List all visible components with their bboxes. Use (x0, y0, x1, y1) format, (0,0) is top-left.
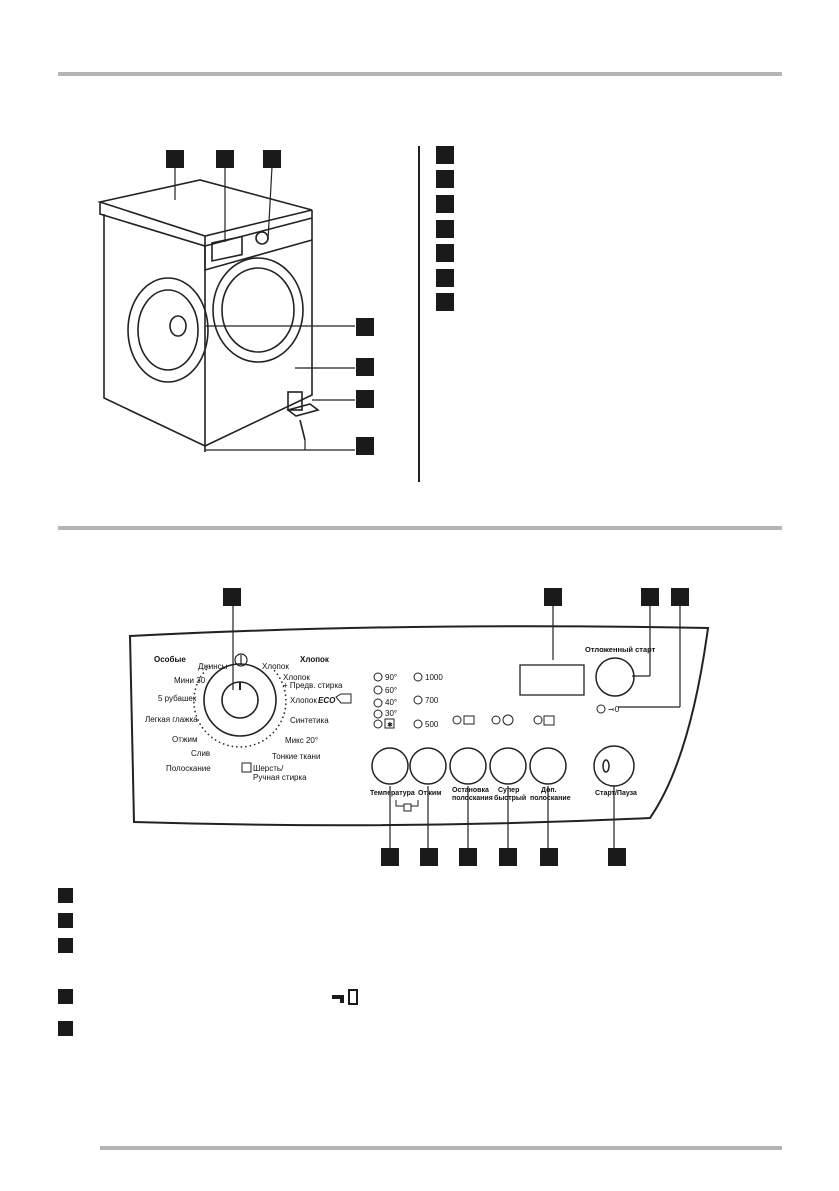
program-label: 5 рубашек (158, 694, 197, 703)
legend-marker (58, 989, 73, 1004)
panel-label: полоскание (530, 795, 571, 802)
temp-label: 40° (385, 698, 397, 707)
group-right: Хлопок (300, 655, 330, 664)
legend-marker (436, 244, 454, 262)
panel-label: полоскания (452, 795, 493, 802)
panel-label: Отжим (418, 790, 441, 797)
program-label: Полоскание (166, 764, 211, 773)
legend-marker (58, 913, 73, 928)
legend-marker (58, 938, 73, 953)
legend-marker (436, 220, 454, 238)
spin-label: 500 (425, 720, 439, 729)
temp-label: 30° (385, 709, 397, 718)
group-left: Особые (154, 655, 186, 664)
snowflake-icon: ✱ (387, 721, 393, 729)
legend-marker (58, 1021, 73, 1036)
program-dial-icon (203, 653, 277, 737)
rinse-hold-icon (463, 715, 475, 725)
panel-label: быстрый (494, 794, 526, 802)
program-label: + Предв. стирка (283, 681, 343, 690)
program-label: Тонкие ткани (272, 752, 320, 761)
program-label: Шерсть/ (253, 764, 284, 773)
program-label: Хлопок (290, 696, 317, 705)
callout-marker (499, 848, 517, 866)
program-label: Слив (191, 749, 210, 758)
legend-marker (436, 293, 454, 311)
program-label: Хлопок (262, 662, 289, 671)
program-label: Микс 20° (285, 736, 318, 745)
program-label: Легкая глажка (145, 715, 198, 724)
delay-start-label: Отложенный старт (585, 645, 656, 654)
lock-symbol: ⊸0 (608, 705, 620, 714)
program-label: Хлопок (283, 673, 310, 682)
extra-rinse-icon (543, 715, 555, 726)
spin-label: 1000 (425, 673, 443, 682)
program-label: Мини 30 (174, 676, 206, 685)
panel-label: Доп. (541, 787, 557, 794)
section-divider (58, 526, 782, 530)
temp-label: 60° (385, 686, 397, 695)
callout-marker (356, 390, 374, 408)
legend-marker (436, 170, 454, 188)
callout-marker (356, 318, 374, 336)
super-quick-icon (502, 714, 514, 726)
callout-marker (641, 588, 659, 606)
display-window (519, 664, 585, 696)
callout-marker (671, 588, 689, 606)
program-label: Синтетика (290, 716, 329, 725)
callout-marker (420, 848, 438, 866)
eco-label: ECO (318, 696, 336, 705)
key-lock-icon (332, 989, 358, 1005)
legend-marker (58, 888, 73, 903)
callout-marker (608, 848, 626, 866)
legend-marker (436, 195, 454, 213)
control-panel-illustration: Особые Хлопок Джинсы Мини 30 5 рубашек Л… (128, 600, 710, 850)
callout-marker (356, 437, 374, 455)
legend-marker (436, 146, 454, 164)
program-label: Джинсы (198, 662, 228, 671)
callout-marker (540, 848, 558, 866)
spin-label: 700 (425, 696, 439, 705)
column-divider (418, 146, 420, 482)
callout-marker (263, 150, 281, 168)
callout-marker (381, 848, 399, 866)
panel-label: Температура (370, 790, 415, 797)
callout-marker (356, 358, 374, 376)
top-divider (58, 72, 782, 76)
callout-marker (166, 150, 184, 168)
panel-label: Остановка (452, 787, 489, 794)
callout-marker (459, 848, 477, 866)
callout-marker (544, 588, 562, 606)
program-label: Ручная стирка (253, 773, 307, 782)
footer-divider (100, 1146, 782, 1150)
temp-label: 90° (385, 673, 397, 682)
callout-marker (223, 588, 241, 606)
program-label: Отжим (172, 735, 197, 744)
callout-marker (216, 150, 234, 168)
washing-machine-illustration (96, 166, 355, 452)
panel-label: Старт/Пауза (595, 790, 637, 797)
legend-marker (436, 269, 454, 287)
delay-start-button (595, 657, 635, 697)
panel-label: Супер (498, 787, 519, 794)
